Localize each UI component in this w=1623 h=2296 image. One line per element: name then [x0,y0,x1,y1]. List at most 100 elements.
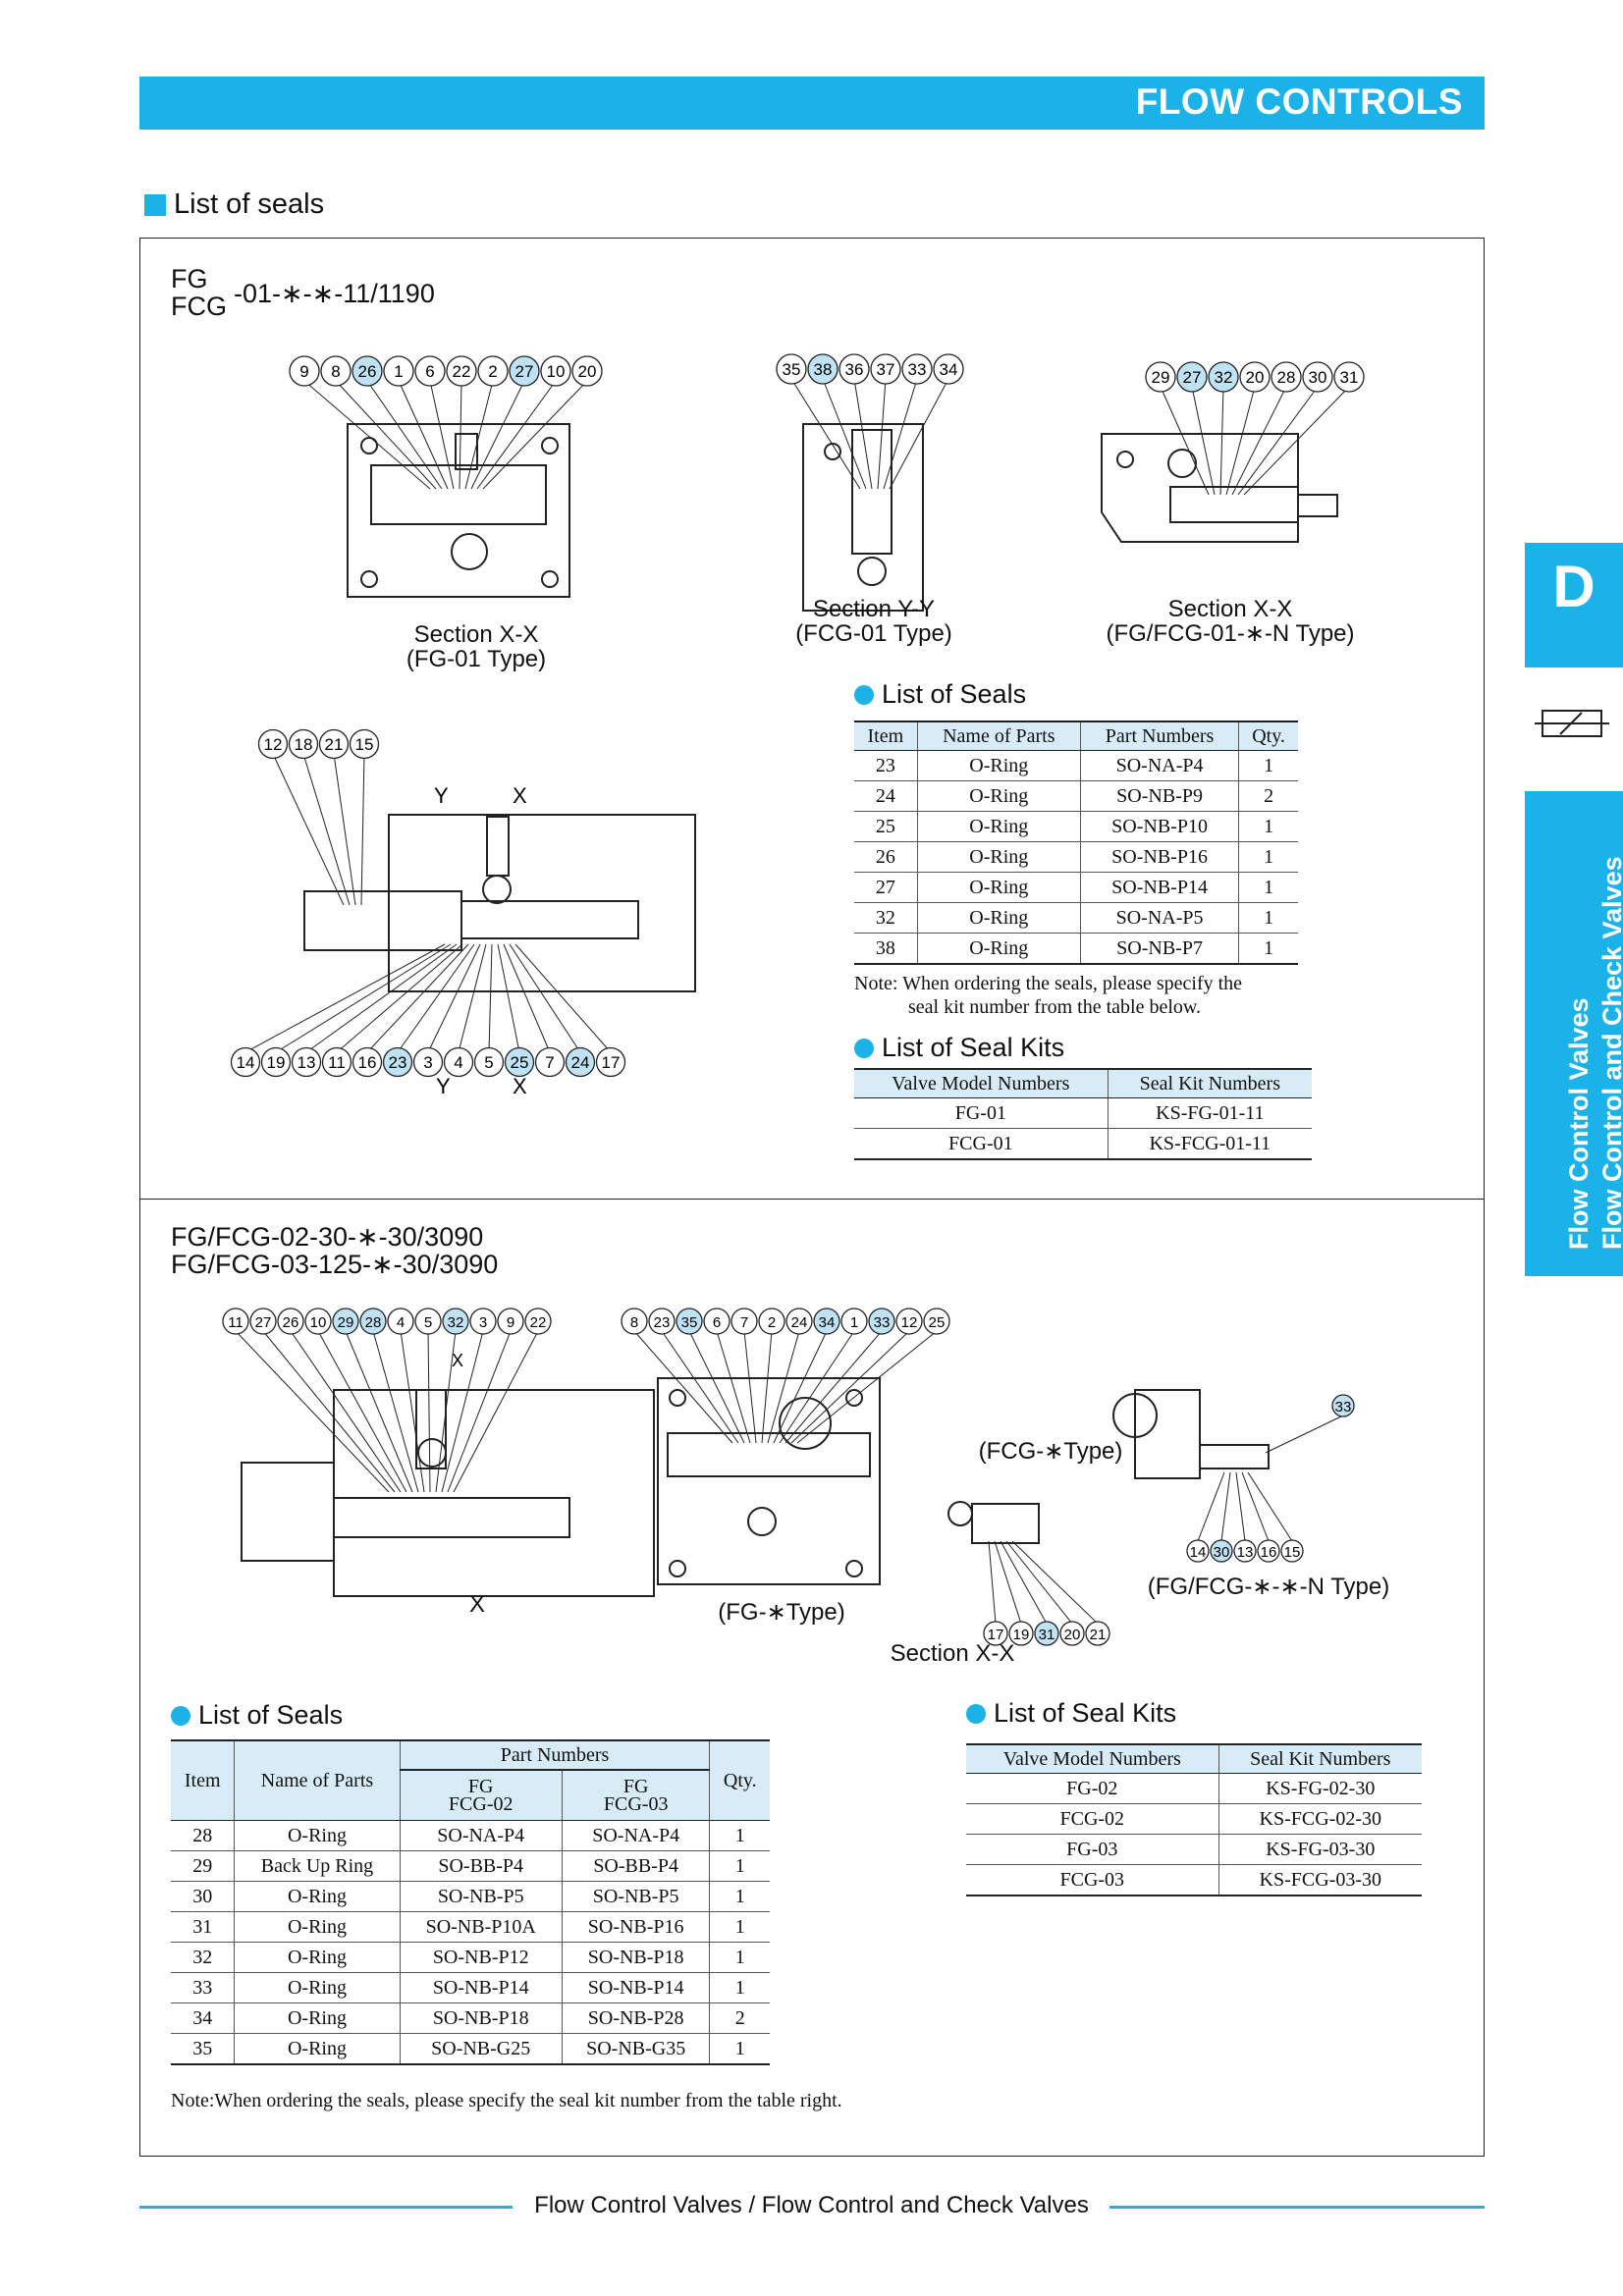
svg-text:32: 32 [1215,368,1233,387]
svg-text:13: 13 [298,1053,316,1072]
xx-spool [1169,486,1299,523]
p1-seals-cell: 1 [1238,811,1298,842]
callout-32: 32 [1208,361,1239,496]
svg-text:23: 23 [654,1314,671,1331]
svg-text:8: 8 [630,1314,638,1331]
svg-text:12: 12 [264,735,283,754]
p2-mid-port2 [747,1507,777,1536]
col-02: FG FCG-02 [399,1769,563,1821]
col-02-suffix: -02 [486,1793,514,1815]
svg-text:10: 10 [310,1314,327,1331]
svg-text:33: 33 [1335,1399,1352,1415]
fg01-hole-br [541,570,559,588]
side-tab-line1: Flow Control Valves [1564,997,1594,1250]
p1-seals-cell: O-Ring [916,750,1081,781]
callout-16: 16 [1241,1471,1280,1563]
p1-kits-heading-label: List of Seal Kits [882,1033,1065,1062]
callout-23: 23 [382,943,475,1078]
svg-text:27: 27 [255,1314,272,1331]
callout-16: 16 [352,943,469,1078]
p2-seals-heading: List of Seals [171,1700,343,1731]
p2-seals-cell: SO-NB-P10A [399,1911,563,1943]
p1-seals-cell: 1 [1238,933,1298,965]
callout-21: 21 [1011,1540,1110,1646]
p2-left-needle [415,1389,447,1469]
p2-mid-spool [667,1432,871,1477]
svg-text:28: 28 [365,1314,382,1331]
svg-text:14: 14 [237,1053,255,1072]
svg-text:7: 7 [740,1314,748,1331]
callout-1: 1 [383,355,449,490]
svg-text:35: 35 [783,360,801,379]
side-tab: D Flow Control Valves Flow Control and C… [1525,543,1623,1276]
svg-text:27: 27 [1183,368,1202,387]
p2-kits-cell: KS-FCG-03-30 [1217,1864,1422,1896]
caption-section-xx: Section X-X [890,1640,1015,1667]
svg-text:6: 6 [425,362,434,381]
svg-text:27: 27 [515,362,534,381]
callout-21: 21 [318,728,356,906]
svg-text:20: 20 [578,362,597,381]
p2-seals-cell: SO-BB-P4 [399,1850,563,1882]
callout-5: 5 [414,1308,442,1493]
mid-spool [460,900,639,939]
p2-seals-cell: 1 [709,2033,770,2065]
yy-port [857,557,887,586]
svg-text:5: 5 [484,1053,493,1072]
p2-mid-body [657,1377,881,1585]
p1-seals-cell: O-Ring [916,811,1081,842]
mid-body [388,814,696,992]
p2-seals-cell: SO-NB-P28 [561,2002,710,2034]
p2-seals-cell: SO-BB-P4 [561,1850,710,1882]
svg-text:7: 7 [545,1053,554,1072]
svg-text:31: 31 [1340,368,1359,387]
svg-text:14: 14 [1190,1544,1207,1561]
p1-seals-cell: SO-NB-P16 [1079,841,1239,873]
callout-26: 26 [277,1308,402,1493]
svg-text:25: 25 [511,1053,529,1072]
p1-seals-heading: List of Seals [854,679,1026,710]
p2-x-marker: X [468,1591,485,1618]
yy-body [802,423,924,612]
p2-seals-cell: SO-NA-P4 [561,1820,710,1851]
callout-27: 27 [1176,361,1216,496]
p2-seals-cell: O-Ring [234,1911,401,1943]
svg-text:31: 31 [1039,1627,1055,1643]
p2-kits-col-0: Valve Model Numbers [966,1743,1219,1774]
model-03-label: FG/FCG-03-125-∗-30/3090 [171,1250,499,1279]
col-name: Name of Parts [234,1739,401,1821]
callout-30: 30 [1210,1471,1233,1563]
callout-33: 33 [1265,1394,1355,1454]
mid-handle [303,890,462,951]
p2-seals-cell: 34 [171,2002,235,2034]
model-fg-label: FG [171,264,208,294]
callout-4: 4 [443,943,487,1078]
callout-17: 17 [983,1540,1008,1646]
section-heading: List of seals [144,188,324,221]
callout-22: 22 [453,1308,552,1493]
p1-seals-cell: 27 [854,872,918,903]
section-marker: X [513,783,527,808]
callout-26: 26 [352,355,443,490]
col-item: Item [171,1739,235,1821]
p2-seals-cell: SO-NB-P18 [399,2002,563,2034]
xx-body [1101,433,1299,543]
callout-13: 13 [1233,1471,1257,1563]
callout-19: 19 [994,1540,1034,1646]
bullet-dot-icon [171,1705,190,1726]
caption-fg-type: (FG-∗Type) [718,1599,845,1626]
footer-text: Flow Control Valves / Flow Control and C… [534,2192,1089,2218]
p2-kits-heading-label: List of Seal Kits [994,1698,1177,1728]
fg01-hole-tr [541,437,559,454]
p2-seals-cell: O-Ring [234,1820,401,1851]
svg-text:17: 17 [988,1627,1004,1643]
section-marker: X [513,1074,527,1098]
p2-seals-cell: O-Ring [234,1881,401,1912]
